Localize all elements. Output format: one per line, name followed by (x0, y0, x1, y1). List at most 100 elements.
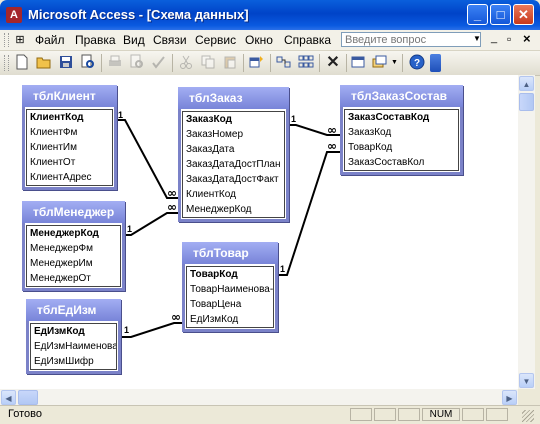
table-title[interactable]: тблЗаказСостав (340, 85, 463, 107)
table-title[interactable]: тблЗаказ (178, 87, 289, 109)
field-primary-key[interactable]: ТоварКод (190, 269, 238, 280)
field-item[interactable]: ЗаказСоставКол (348, 157, 425, 168)
resize-grip-icon[interactable] (522, 410, 534, 422)
toolbar-options-icon[interactable] (430, 54, 441, 72)
paste-icon[interactable] (222, 54, 238, 70)
save-icon[interactable] (58, 54, 74, 70)
table-manager[interactable]: тблМенеджер МенеджерКод МенеджерФм Менед… (22, 201, 125, 291)
menu-edit[interactable]: Правка (75, 33, 116, 47)
show-all-relationships-icon[interactable] (298, 54, 314, 70)
minimize-button[interactable]: _ (467, 4, 488, 25)
horizontal-scrollbar[interactable]: ◀ ▶ (0, 389, 518, 405)
show-table-icon[interactable] (249, 54, 265, 70)
open-folder-icon[interactable] (36, 54, 52, 70)
relation-client-order[interactable] (117, 119, 178, 199)
scroll-left-arrow-icon[interactable]: ◀ (1, 390, 16, 405)
field-item[interactable]: МенеджерИм (30, 258, 93, 269)
field-primary-key[interactable]: КлиентКод (30, 112, 84, 123)
field-primary-key[interactable]: МенеджерКод (30, 228, 99, 239)
relation-label-many: ∞ (167, 200, 177, 214)
field-item[interactable]: ЗаказДата (186, 144, 235, 155)
document-window-icon[interactable]: ⊞ (15, 34, 25, 46)
relation-order-orderitems[interactable] (289, 124, 340, 136)
field-list: МенеджерКод МенеджерФм МенеджерИм Менедж… (26, 225, 121, 287)
table-order-items[interactable]: тблЗаказСостав ЗаказСоставКод ЗаказКод Т… (340, 85, 463, 175)
help-icon[interactable]: ? (409, 54, 425, 70)
relationships-canvas[interactable]: 1 ∞ 1 ∞ 1 ∞ 1 ∞ 1 ∞ тблКлиент КлиентКод … (0, 75, 518, 389)
delete-icon[interactable]: ✕ (326, 54, 340, 71)
table-client[interactable]: тблКлиент КлиентКод КлиентФм КлиентИм Кл… (22, 85, 117, 190)
field-item[interactable]: ЕдИзмНаименова- (34, 341, 116, 352)
relation-label-one: 1 (124, 325, 129, 335)
relation-product-orderitems[interactable] (278, 151, 340, 276)
table-product[interactable]: тблТовар ТоварКод ТоварНаименова- ТоварЦ… (182, 242, 278, 332)
field-primary-key[interactable]: ЗаказКод (186, 114, 232, 125)
relation-manager-order[interactable] (125, 212, 178, 236)
field-primary-key[interactable]: ЕдИзмКод (34, 326, 85, 337)
new-file-icon[interactable] (14, 54, 30, 70)
doc-restore-button[interactable]: ▫ (507, 32, 512, 46)
table-order[interactable]: тблЗаказ ЗаказКод ЗаказНомер ЗаказДата З… (178, 87, 289, 222)
scroll-down-arrow-icon[interactable]: ▼ (519, 373, 534, 388)
scroll-up-arrow-icon[interactable]: ▲ (519, 76, 534, 91)
menu-relationships[interactable]: Связи (153, 33, 187, 47)
table-unit[interactable]: тблЕдИзм ЕдИзмКод ЕдИзмНаименова- ЕдИзмШ… (26, 299, 121, 374)
table-title[interactable]: тблМенеджер (22, 201, 125, 223)
table-title[interactable]: тблЕдИзм (26, 299, 121, 321)
menu-help[interactable]: Справка (284, 33, 332, 47)
field-item[interactable]: МенеджерКод (186, 204, 252, 215)
print-preview-icon[interactable] (129, 54, 145, 70)
table-title[interactable]: тблКлиент (22, 85, 117, 107)
field-item[interactable]: ЗаказНомер (186, 129, 244, 140)
cut-icon[interactable] (178, 54, 194, 70)
field-item[interactable]: ЗаказКод (348, 127, 392, 138)
field-item[interactable]: КлиентИм (30, 142, 77, 153)
field-item[interactable]: ЗаказДатаДостФакт (186, 174, 279, 185)
doc-minimize-button[interactable]: _ (491, 32, 498, 44)
field-list: ЗаказКод ЗаказНомер ЗаказДата ЗаказДатаД… (182, 111, 285, 218)
toolbar-separator (319, 54, 320, 72)
svg-text:?: ? (414, 58, 420, 69)
print-icon[interactable] (107, 54, 123, 70)
toolbar-grip-handle[interactable] (4, 55, 9, 71)
maximize-button[interactable]: □ (490, 4, 511, 25)
field-item[interactable]: КлиентФм (30, 127, 78, 138)
field-primary-key[interactable]: ЗаказСоставКод (348, 112, 430, 123)
field-item[interactable]: КлиентОт (30, 157, 76, 168)
menu-grip-handle[interactable] (4, 33, 9, 47)
scroll-right-arrow-icon[interactable]: ▶ (502, 390, 517, 405)
menu-window[interactable]: Окно (245, 33, 273, 47)
field-item[interactable]: МенеджерОт (30, 273, 91, 284)
menu-view[interactable]: Вид (123, 33, 145, 47)
field-item[interactable]: ТоварНаименова- (190, 284, 273, 295)
field-item[interactable]: ТоварЦена (190, 299, 242, 310)
ask-question-input[interactable]: Введите вопрос (341, 32, 481, 47)
relation-unit-product[interactable] (121, 322, 182, 338)
copy-icon[interactable] (200, 54, 216, 70)
vertical-scrollbar[interactable]: ▲ ▼ (518, 75, 535, 389)
search-files-icon[interactable] (80, 54, 96, 70)
close-button[interactable]: ✕ (513, 4, 534, 25)
menu-file[interactable]: Файл (35, 33, 65, 47)
vertical-scroll-thumb[interactable] (519, 93, 534, 111)
database-window-icon[interactable] (351, 54, 367, 70)
show-direct-relationships-icon[interactable] (276, 54, 292, 70)
doc-close-button[interactable]: × (523, 31, 531, 46)
title-bar[interactable]: A Microsoft Access - [Схема данных] _ □ … (0, 0, 540, 30)
menu-tools[interactable]: Сервис (195, 33, 237, 47)
field-item[interactable]: КлиентАдрес (30, 172, 92, 183)
ask-dropdown-arrow-icon[interactable]: ▼ (473, 34, 481, 43)
new-object-dropdown-icon[interactable]: ▼ (391, 59, 398, 66)
field-item[interactable]: ЗаказДатаДостПлан (186, 159, 281, 170)
field-item[interactable]: КлиентКод (186, 189, 236, 200)
horizontal-scroll-thumb[interactable] (18, 390, 38, 405)
field-item[interactable]: ЕдИзмШифр (34, 356, 94, 367)
new-object-icon[interactable] (372, 54, 388, 70)
spelling-icon[interactable] (151, 54, 167, 70)
field-list: ЗаказСоставКод ЗаказКод ТоварКод ЗаказСо… (344, 109, 459, 171)
table-title[interactable]: тблТовар (182, 242, 278, 264)
field-item[interactable]: ЕдИзмКод (190, 314, 239, 325)
field-item[interactable]: ТоварКод (348, 142, 393, 153)
access-app-icon[interactable]: A (6, 7, 22, 23)
field-item[interactable]: МенеджерФм (30, 243, 93, 254)
